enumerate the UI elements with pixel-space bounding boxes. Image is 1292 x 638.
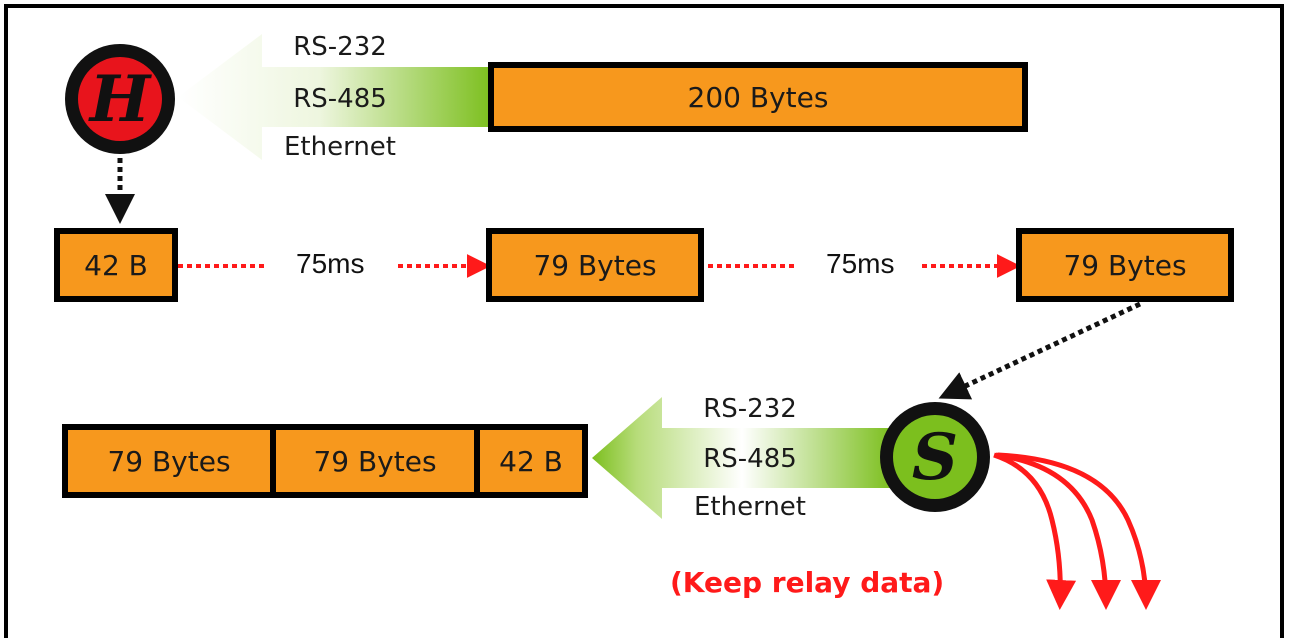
interval-label-1: 75ms — [296, 248, 365, 279]
top-transfer-arrow — [178, 34, 492, 160]
dotted-arrow-to-s — [938, 301, 1142, 400]
relay-arrow-2 — [995, 452, 1121, 610]
top-interface-1: RS-232 — [293, 32, 387, 62]
top-interface-3: Ethernet — [284, 132, 396, 162]
host-badge: H — [65, 44, 175, 154]
received-packet-2: 79 Bytes — [270, 424, 480, 498]
host-badge-letter: H — [78, 57, 162, 141]
received-packet-1: 79 Bytes — [62, 424, 276, 498]
bottom-interface-3: Ethernet — [694, 492, 806, 522]
received-packet-3: 42 B — [474, 424, 588, 498]
packet-42b: 42 B — [54, 228, 178, 302]
slave-badge-letter: S — [893, 415, 977, 499]
packet-79-bytes-1: 79 Bytes — [486, 228, 704, 302]
packet-79-bytes-2: 79 Bytes — [1016, 228, 1234, 302]
slave-badge: S — [880, 402, 990, 512]
top-interface-2: RS-485 — [293, 84, 387, 114]
bottom-transfer-arrow — [592, 397, 892, 519]
bottom-interface-1: RS-232 — [703, 394, 797, 424]
relay-arrow-3 — [997, 452, 1161, 610]
diagram-frame — [4, 4, 1284, 638]
bottom-interface-2: RS-485 — [703, 444, 797, 474]
packet-200-bytes: 200 Bytes — [488, 62, 1028, 132]
interval-label-2: 75ms — [826, 248, 895, 279]
relay-arrow-1 — [993, 452, 1077, 610]
keep-relay-note: (Keep relay data) — [670, 566, 945, 599]
